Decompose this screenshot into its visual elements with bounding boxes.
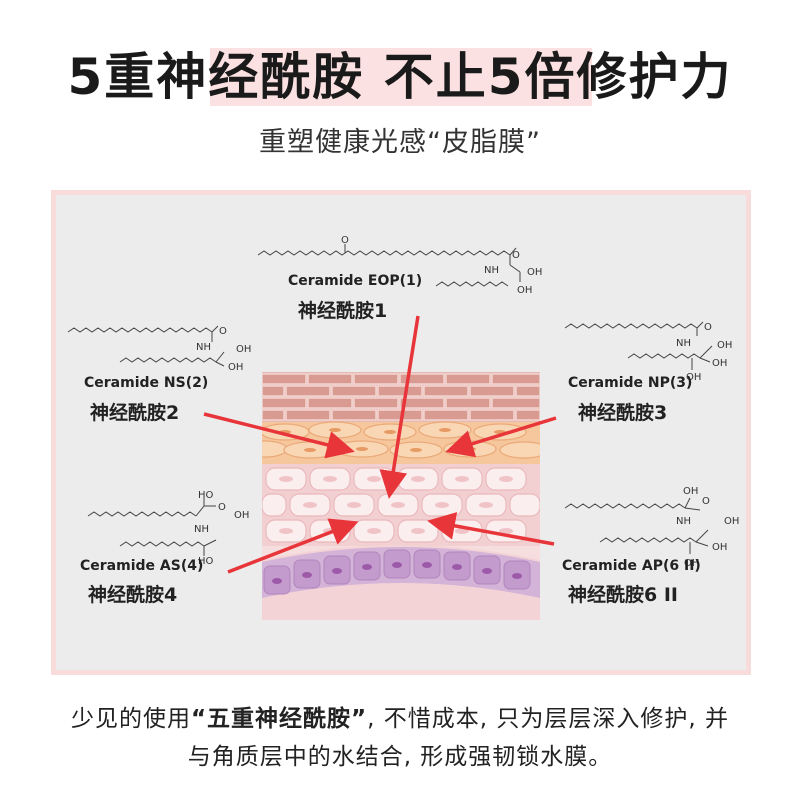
atom-oh: OH [527, 267, 542, 278]
molecule-structures [67, 244, 713, 556]
molecule-np-icon [564, 321, 713, 370]
atom-oh: OH [686, 372, 701, 383]
atom-oh: OH [712, 542, 727, 553]
molecule-as-icon [87, 498, 217, 556]
atom-oh: OH [517, 285, 532, 296]
atom-nh: NH [484, 265, 499, 276]
atom-oh: OH [683, 486, 698, 497]
atom-oh: OH [236, 344, 251, 355]
atom-o: O [702, 496, 710, 507]
ceramide-ns-cn: 神经酰胺2 [90, 402, 180, 424]
atom-oh: OH [234, 510, 249, 521]
ceramide-as-cn: 神经酰胺4 [88, 584, 178, 606]
spinous-layer [262, 464, 540, 546]
ceramide-ns-en: Ceramide NS(2) [84, 375, 209, 391]
atom-o: O [704, 322, 712, 333]
atom-o: O [512, 250, 520, 261]
footer-text-post: , 不惜成本, 只为层层深入修护, 并与角质层中的水结合, 形成强韧锁水膜。 [187, 706, 730, 770]
atom-ho: HO [198, 490, 214, 501]
molecule-atom-labels: O O NH OH OH O NH OH OH O NH OH OH OH HO… [194, 235, 739, 569]
atom-nh: NH [194, 524, 209, 535]
footer-text-highlight: “五重神经酰胺” [190, 706, 368, 732]
basal-layer [262, 545, 540, 620]
ceramide-ap-en: Ceramide AP(6 II) [562, 558, 701, 574]
molecule-ns-icon [67, 325, 225, 367]
ceramide-eop-en: Ceramide EOP(1) [288, 273, 423, 289]
ceramide-np-en: Ceramide NP(3) [568, 375, 693, 391]
stratum-corneum-bricks [262, 372, 540, 422]
granular-layer [262, 421, 540, 464]
ceramide-np-cn: 神经酰胺3 [578, 402, 668, 424]
atom-nh: NH [676, 338, 691, 349]
footer-description: 少见的使用“五重神经酰胺”, 不惜成本, 只为层层深入修护, 并与角质层中的水结… [60, 700, 740, 776]
page-title: 5重神经酰胺 不止5倍修护力 [67, 48, 733, 106]
ceramide-eop-cn: 神经酰胺1 [298, 300, 388, 322]
atom-oh: OH [717, 340, 732, 351]
molecule-eop-icon [257, 244, 521, 287]
arrow-np-icon [445, 416, 557, 458]
arrows [203, 315, 557, 574]
atom-ho: HO [198, 556, 214, 567]
ceramide-ap-cn: 神经酰胺6 II [568, 584, 678, 606]
footer-text-pre: 少见的使用 [70, 706, 191, 732]
molecule-ap-icon [564, 497, 709, 554]
atom-oh: OH [724, 516, 739, 527]
atom-o: O [218, 502, 226, 513]
arrow-ns-icon [203, 412, 355, 459]
ceramide-as-en: Ceramide AS(4) [80, 558, 204, 574]
atom-o: O [219, 326, 227, 337]
atom-nh: NH [196, 342, 211, 353]
arrow-eop-icon [379, 315, 420, 499]
atom-nh: NH [676, 516, 691, 527]
title-highlight [210, 48, 592, 106]
atom-o: O [341, 235, 349, 246]
atom-oh: OH [684, 558, 699, 569]
page-subtitle: 重塑健康光感“皮脂膜” [259, 127, 541, 158]
atom-oh: OH [712, 358, 727, 369]
arrow-as-icon [227, 518, 359, 574]
arrow-ap-icon [427, 512, 555, 546]
atom-oh: OH [228, 362, 243, 373]
